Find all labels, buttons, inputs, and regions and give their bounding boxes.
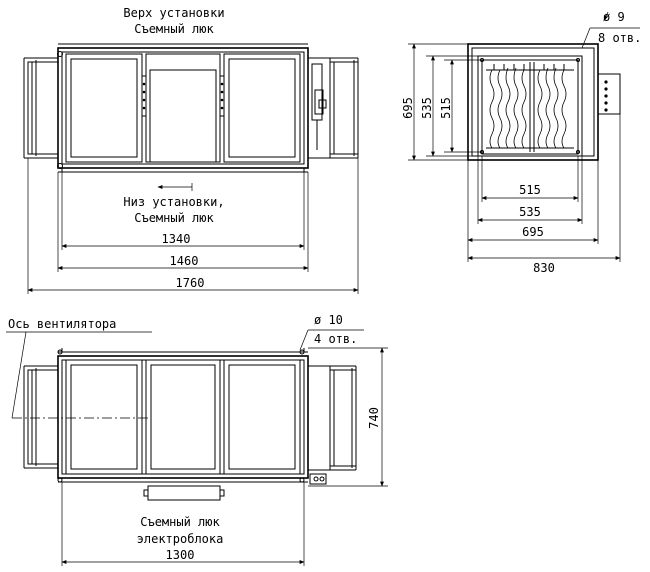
bottom-label-line1: Низ установки, <box>123 195 224 209</box>
end-view-flange <box>477 55 583 157</box>
top-label-line1: Верх установки <box>123 6 224 20</box>
end-dim-535: 535 <box>519 205 541 219</box>
side-view-fan-section <box>307 365 331 471</box>
bottom-label-line2: Съемный люк <box>134 211 214 225</box>
electro-label-line1: Съемный люк <box>140 515 220 529</box>
side-hole-dia: ø 10 <box>314 313 343 327</box>
side-view: Ось вентилятора ø 10 4 отв. <box>6 313 388 566</box>
side-view-body <box>57 355 309 479</box>
side-axis-label: Ось вентилятора <box>8 317 116 331</box>
side-view-left-duct <box>27 369 59 465</box>
end-dim-h515: 515 <box>439 97 453 119</box>
end-view-control-box <box>597 73 621 115</box>
side-dim-1300: 1300 <box>166 548 195 562</box>
top-view-left-duct <box>27 61 59 155</box>
side-hole-count: 4 отв. <box>314 332 357 346</box>
end-dim-695: 695 <box>522 225 544 239</box>
end-hole-count: 8 отв. <box>598 31 641 45</box>
top-view-panel-right <box>223 53 301 163</box>
electro-label-line2: электроблока <box>137 532 224 546</box>
end-dim-515: 515 <box>519 183 541 197</box>
heater-elements <box>486 62 574 152</box>
end-dim-h695: 695 <box>401 97 415 119</box>
side-view-panel-right <box>223 359 301 475</box>
side-view-panel-middle <box>145 359 221 475</box>
dim-1760: 1760 <box>176 276 205 290</box>
side-dim-h740: 740 <box>367 407 381 429</box>
end-view: ø 9 8 отв. <box>401 10 641 275</box>
side-view-panel-left <box>65 359 143 475</box>
end-hole-dia: ø 9 <box>603 10 625 24</box>
top-view-panel-left <box>65 53 143 163</box>
top-view-body <box>57 47 309 169</box>
electro-hatch <box>147 485 221 501</box>
end-dim-h535: 535 <box>420 97 434 119</box>
top-label-line2: Съемный люк <box>134 22 214 36</box>
top-view: Верх установки Съемный люк <box>23 6 359 294</box>
dim-1340: 1340 <box>162 232 191 246</box>
dim-1460: 1460 <box>170 254 199 268</box>
end-dim-830: 830 <box>533 261 555 275</box>
